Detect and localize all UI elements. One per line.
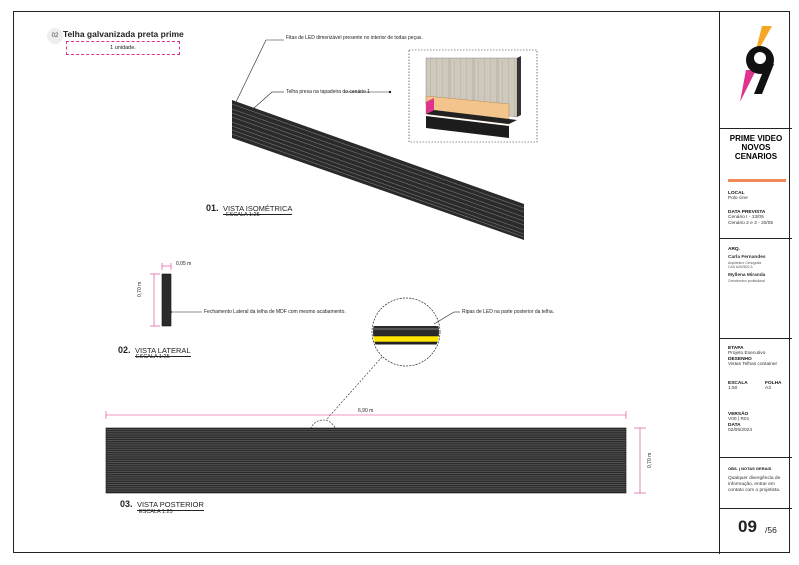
view-title-lateral: 02. VISTA LATERAL bbox=[118, 345, 191, 357]
inset-frame bbox=[408, 49, 538, 143]
drawing-canvas bbox=[105, 39, 646, 494]
drawing-title: Telha galvanizada preta prime bbox=[63, 29, 184, 39]
page-total: /56 bbox=[765, 525, 777, 535]
local-section: LOCAL Polo cine bbox=[728, 191, 748, 201]
title-block: PRIME VIDEO NOVOS CENARIOS LOCAL Polo ci… bbox=[719, 12, 792, 554]
inset-scene bbox=[425, 56, 521, 138]
page-number: 09 bbox=[738, 517, 757, 536]
quantity-box: 1 unidade. bbox=[66, 41, 180, 55]
data-prevista-section: DATA PREVISTA Cenário I - 13/05 Cenário … bbox=[728, 210, 774, 226]
versao-section: VERSÃO V00 | R01 DATA 02/05/2024 bbox=[728, 412, 753, 433]
view-scale-isometric: ESCALA 1:25 bbox=[226, 212, 260, 218]
arq-section: ARQ. Carla Fernandes Arquiteta e Cenógra… bbox=[728, 247, 766, 283]
etapa-section: ETAPA Projeto Executivo DESENHO Vistas T… bbox=[728, 346, 778, 367]
escala-section: ESCALA 1:50 bbox=[728, 381, 748, 391]
view-title-posterior: 03. VISTA POSTERIOR bbox=[120, 499, 204, 511]
posterior-sheet bbox=[105, 427, 627, 494]
telha-note: Telha presa na tapadeira do cenário 1 bbox=[286, 89, 370, 95]
detail-callout bbox=[371, 297, 441, 367]
brand-logo bbox=[740, 26, 774, 102]
lateral-section bbox=[161, 273, 172, 327]
folha-section: FOLHA A3 bbox=[765, 381, 782, 391]
ripas-note: Ripas de LED na parte posterior da telha… bbox=[462, 309, 554, 315]
project-title: PRIME VIDEO NOVOS CENARIOS bbox=[729, 134, 783, 161]
isometric-sheet bbox=[231, 100, 525, 240]
view-scale-posterior: ESCALA 1:25 bbox=[139, 509, 173, 515]
drawing-sheet: 02 Telha galvanizada preta prime 1 unida… bbox=[13, 11, 792, 554]
dim-width-small-text: 0,05 m bbox=[176, 261, 192, 267]
obs-section: OBS. | NOTAS GERAIS Qualquer divergência… bbox=[728, 466, 781, 493]
dim-length-posterior-text: 6,90 m bbox=[358, 408, 374, 414]
dim-height-lateral-text: 0,70 m bbox=[137, 281, 143, 297]
leader-led bbox=[235, 39, 267, 103]
fechamento-note: Fechamento Lateral da telha de MDF com m… bbox=[204, 309, 346, 315]
dim-height-posterior-text: 0,70 m bbox=[647, 452, 653, 468]
view-scale-lateral: ESCALA 1:25 bbox=[136, 354, 170, 360]
detail-leader bbox=[325, 356, 383, 421]
leader-telha bbox=[253, 91, 273, 109]
accent-bar bbox=[728, 179, 786, 182]
view-title-isometric: 01. VISTA ISOMÉTRICA bbox=[206, 203, 293, 215]
leader-ripas bbox=[433, 311, 455, 325]
led-note: Fitas de LED dimerizável presente no int… bbox=[286, 35, 423, 41]
drawing-number-badge: 02 bbox=[47, 28, 63, 44]
